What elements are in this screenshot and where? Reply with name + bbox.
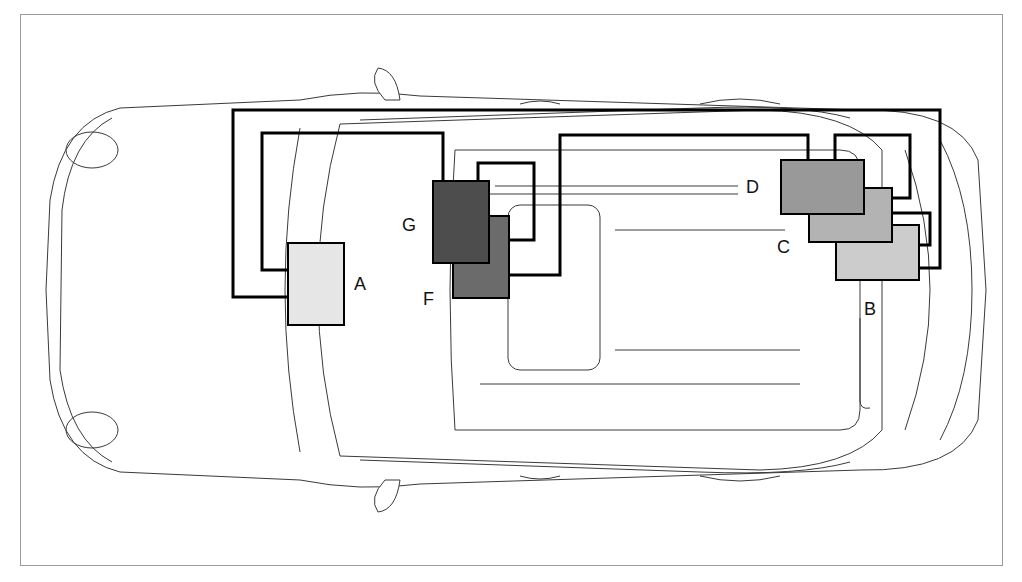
wire-connection [510,135,808,275]
control-module: A [287,242,345,326]
module-letter: F [423,289,434,309]
module-letter: D [746,177,759,197]
control-module: G [432,180,490,264]
module-letter: G [402,215,416,235]
module-letter: C [777,237,790,257]
module-letter: B [864,299,876,319]
control-module: D [780,159,865,215]
module-letter: A [354,274,366,294]
